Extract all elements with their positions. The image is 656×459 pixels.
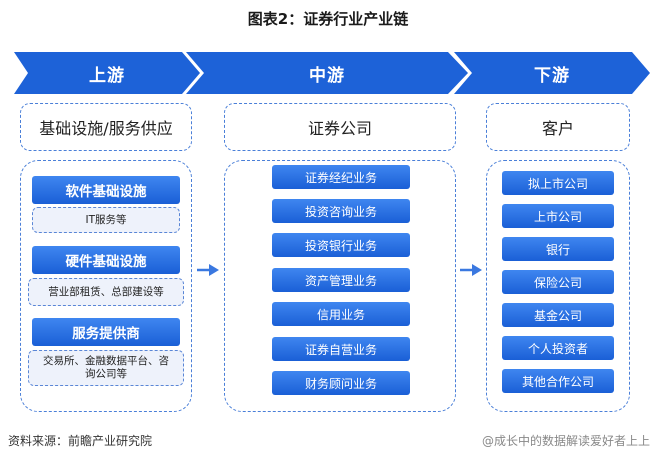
midstream-banner: 中游 [186,52,468,94]
midstream-item: 资产管理业务 [272,268,410,292]
downstream-banner-shape [454,52,650,94]
upstream-banner-shape [14,52,200,94]
midstream-item: 证券经纪业务 [272,165,410,189]
diagram-title: 图表2：证券行业产业链 [247,10,409,28]
downstream-item: 保险公司 [502,270,614,294]
midstream-header: 证券公司 [224,103,456,151]
midstream-item: 投资咨询业务 [272,199,410,223]
service-provider-detail: 交易所、金融数据平台、咨询公司等 [28,350,184,386]
upstream-banner-label: 上游 [89,65,125,86]
software-infrastructure-item: 软件基础设施 [32,176,180,204]
downstream-banner-label: 下游 [534,65,570,86]
downstream-item: 上市公司 [502,204,614,228]
downstream-item: 基金公司 [502,303,614,327]
watermark-text: @成长中的数据解读爱好者上上 [481,434,650,448]
source-note: 资料来源：前瞻产业研究院 [8,434,153,448]
downstream-item: 其他合作公司 [502,369,614,393]
midstream-banner-label: 中游 [309,65,345,86]
upstream-header: 基础设施/服务供应 [20,103,192,151]
downstream-item: 银行 [502,237,614,261]
service-provider-item: 服务提供商 [32,318,180,346]
software-infrastructure-detail: IT服务等 [32,207,180,233]
upstream-banner: 上游 [14,52,200,94]
downstream-header: 客户 [486,103,630,151]
midstream-to-downstream-arrow-icon [460,264,482,276]
hardware-infrastructure-detail: 营业部租赁、总部建设等 [28,278,184,306]
midstream-item: 财务顾问业务 [272,371,410,395]
upstream-to-midstream-arrow-icon [197,264,219,276]
downstream-item: 个人投资者 [502,336,614,360]
midstream-item: 投资银行业务 [272,233,410,257]
midstream-item: 证券自营业务 [272,337,410,361]
downstream-item: 拟上市公司 [502,171,614,195]
midstream-item: 信用业务 [272,302,410,326]
midstream-banner-shape [186,52,468,94]
downstream-banner: 下游 [454,52,650,94]
hardware-infrastructure-item: 硬件基础设施 [32,246,180,274]
